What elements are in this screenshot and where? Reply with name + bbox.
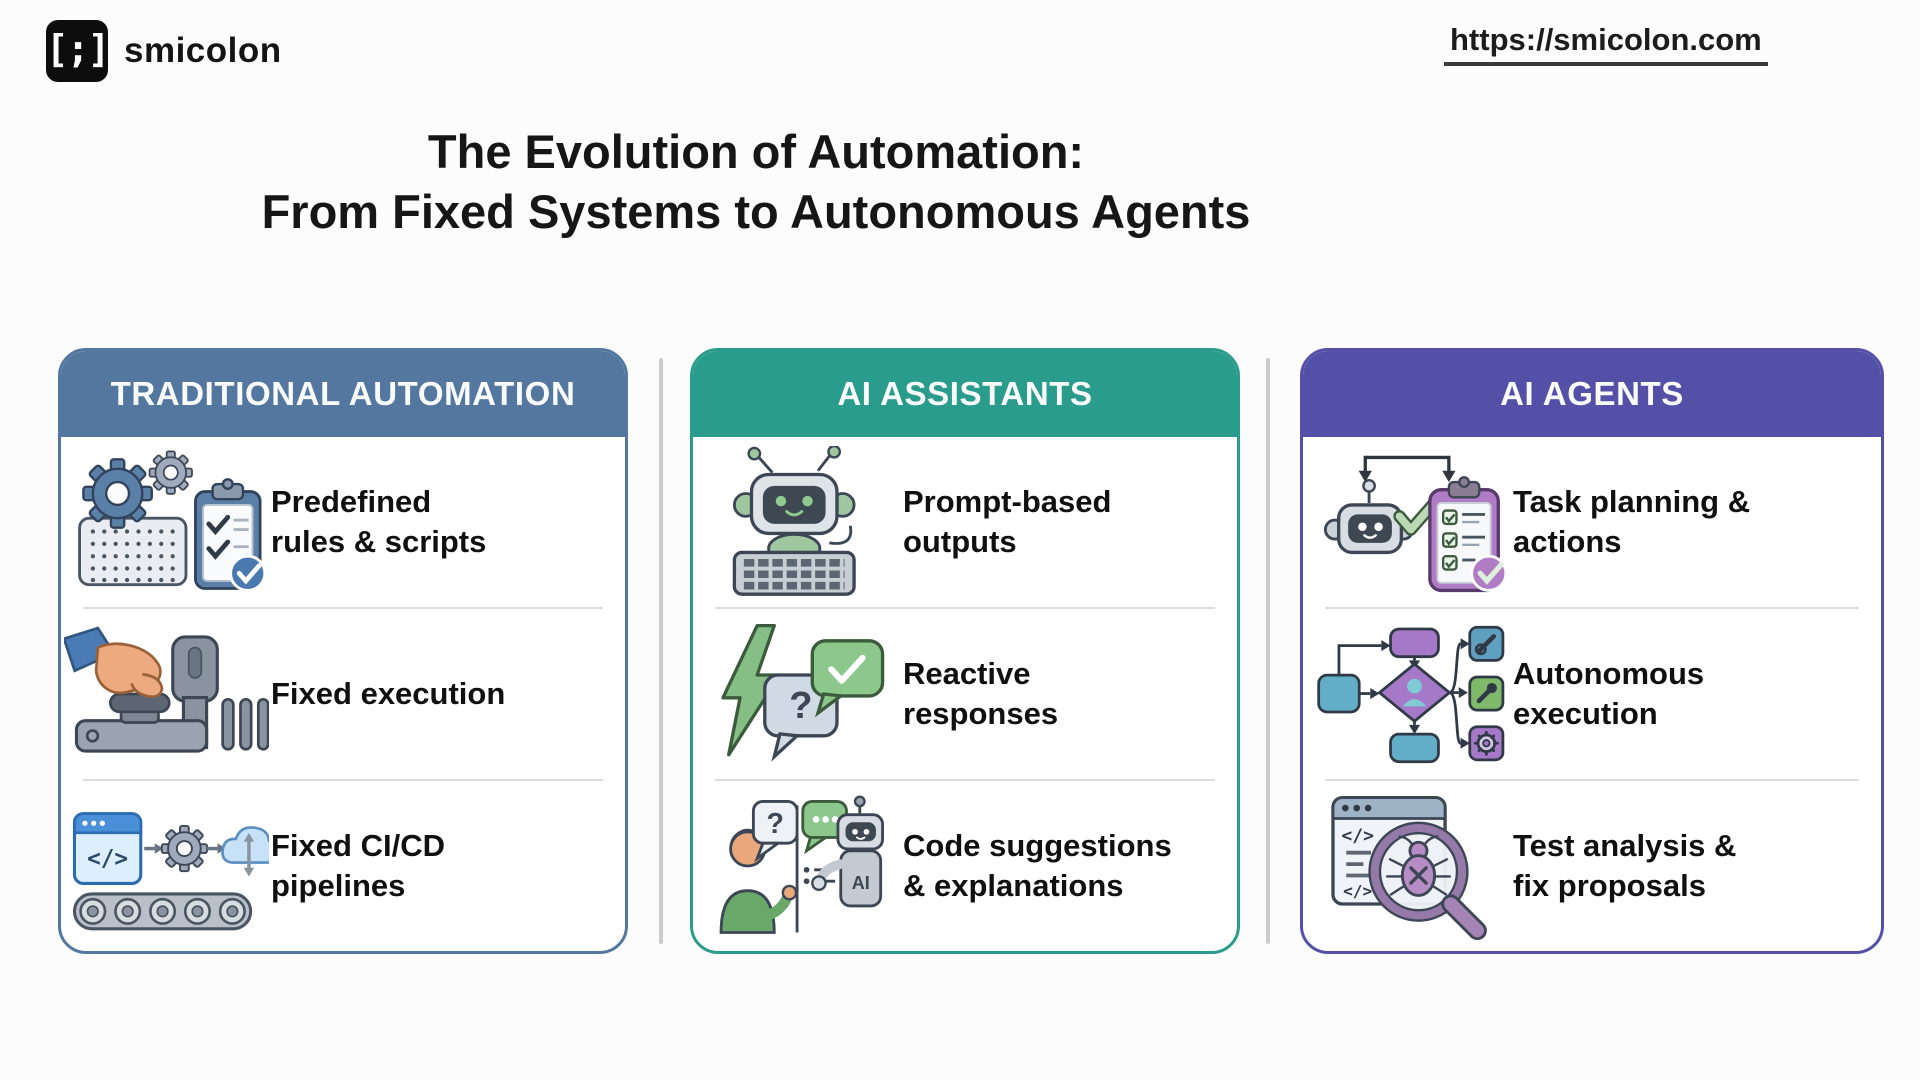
svg-text:</>: </> [1343,881,1372,900]
brand: [;] smicolon [46,20,282,82]
item-label: Task planning & actions [1513,483,1751,559]
human-robot-chat-icon: ? [693,790,903,942]
item-label: Autonomous execution [1513,655,1705,731]
card-traditional-automation-body: Predefined rules & scripts [61,437,625,951]
gears-clipboard-icon [61,446,271,598]
column-divider [659,358,663,944]
site-url-link[interactable]: https://smicolon.com [1444,22,1768,66]
list-item: ? Reactive responses [693,609,1237,779]
row-divider [715,607,1215,609]
row-divider [83,607,603,609]
bug-magnifier-icon: </> </> [1303,790,1513,942]
svg-text:</>: </> [87,846,128,872]
list-item: Prompt-based outputs [693,437,1237,607]
svg-text:AI: AI [851,873,869,893]
card-ai-agents: AI AGENTS [1300,348,1884,954]
card-ai-agents-header: AI AGENTS [1303,351,1881,437]
card-traditional-automation-header: TRADITIONAL AUTOMATION [61,351,625,437]
svg-text:?: ? [766,808,783,840]
robot-keyboard-icon [693,446,903,598]
card-ai-assistants-header: AI ASSISTANTS [693,351,1237,437]
brand-name: smicolon [124,31,282,70]
lightning-chat-icon: ? [693,618,903,770]
item-label: Code suggestions & explanations [903,827,1172,903]
item-label: Test analysis & fix proposals [1513,827,1737,903]
item-label: Reactive responses [903,655,1059,731]
svg-text:</>: </> [1341,825,1374,846]
page-title: The Evolution of Automation: From Fixed … [0,122,1512,242]
robot-checklist-icon [1303,446,1513,598]
item-label: Fixed CI/CD pipelines [271,827,445,903]
hand-press-button-icon [61,618,271,770]
item-label: Fixed execution [271,675,506,711]
row-divider [1325,607,1859,609]
card-traditional-automation: TRADITIONAL AUTOMATION [58,348,628,954]
flowchart-icon [1303,618,1513,770]
list-item: </> </> [1303,781,1881,951]
row-divider [715,779,1215,781]
column-divider [1266,358,1270,944]
list-item: Autonomous execution [1303,609,1881,779]
card-ai-assistants: AI ASSISTANTS [690,348,1240,954]
row-divider [1325,779,1859,781]
svg-text:?: ? [789,685,812,727]
row-divider [83,779,603,781]
cicd-pipeline-icon: </> [61,790,271,942]
list-item: </> [61,781,625,951]
list-item: ? [693,781,1237,951]
page-title-line1: The Evolution of Automation: [427,125,1085,178]
list-item: Task planning & actions [1303,437,1881,607]
list-item: Predefined rules & scripts [61,437,625,607]
page-title-line2: From Fixed Systems to Autonomous Agents [261,185,1251,239]
list-item: Fixed execution [61,609,625,779]
card-ai-assistants-body: Prompt-based outputs ? Reactive response [693,437,1237,951]
smicolon-logo-icon: [;] [45,20,111,82]
semicolon-bracket-glyph: [;] [45,27,111,71]
item-label: Prompt-based outputs [903,483,1112,559]
item-label: Predefined rules & scripts [271,483,487,559]
card-ai-agents-body: Task planning & actions [1303,437,1881,951]
